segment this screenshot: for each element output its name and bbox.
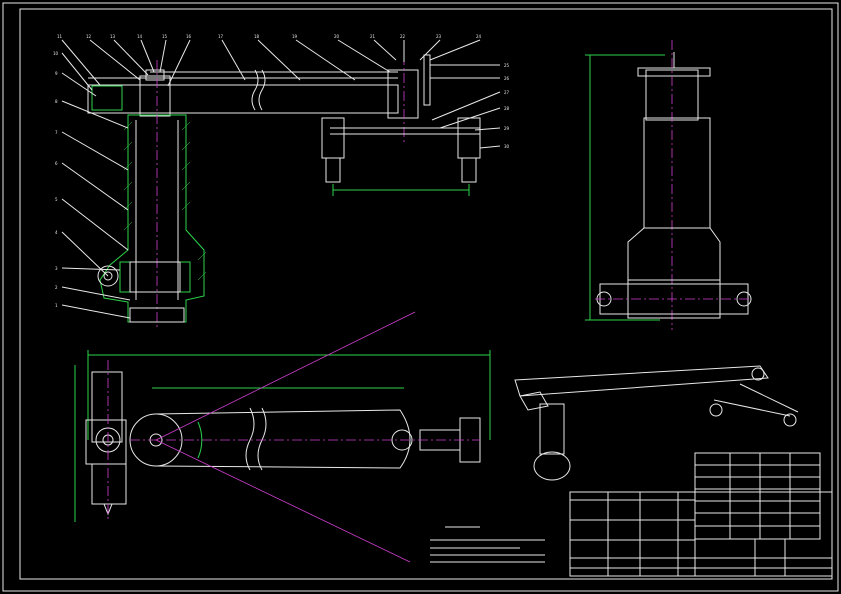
callout-label: 21 — [370, 34, 376, 39]
callout-label: 26 — [504, 76, 510, 81]
callout-label: 30 — [504, 144, 510, 149]
callout-label: 23 — [436, 34, 442, 39]
callout-label: 5 — [55, 197, 58, 202]
side-view — [585, 40, 752, 330]
side-column — [643, 117, 711, 229]
iso-base — [533, 451, 571, 481]
parts-list — [694, 452, 821, 540]
callout-label: 13 — [110, 34, 116, 39]
plan-arm — [155, 409, 411, 469]
drive-motor — [387, 69, 419, 119]
callout-label: 10 — [53, 51, 59, 56]
callout-label: 9 — [55, 71, 58, 76]
right-callouts: 25 26 27 28 29 30 — [430, 63, 510, 149]
plan-column — [91, 371, 123, 443]
swing-limit-upper — [155, 311, 416, 441]
column-housing — [99, 114, 205, 323]
callout-label: 27 — [504, 90, 510, 95]
iso-arm — [514, 365, 769, 397]
callout-label: 17 — [218, 34, 224, 39]
callout-label: 3 — [55, 266, 58, 271]
front-section-view — [87, 54, 481, 330]
top-callouts: 11 12 13 14 15 16 17 18 19 20 21 22 23 2… — [57, 34, 482, 87]
isometric-view — [514, 365, 799, 481]
left-hub — [91, 85, 123, 111]
right-suction-cup — [457, 117, 481, 159]
callout-label: 7 — [55, 130, 58, 135]
iso-column — [539, 403, 565, 455]
callout-label: 22 — [400, 34, 406, 39]
callout-label: 2 — [55, 285, 58, 290]
callout-label: 19 — [292, 34, 298, 39]
arm-body — [87, 84, 399, 114]
callout-label: 14 — [137, 34, 143, 39]
plan-view — [74, 311, 491, 563]
callout-label: 28 — [504, 106, 510, 111]
callout-label: 4 — [55, 230, 58, 235]
drawing-frame — [19, 8, 833, 580]
callout-label: 18 — [254, 34, 260, 39]
callout-label: 12 — [86, 34, 92, 39]
swing-limit-lower — [155, 439, 411, 563]
eye-ring — [97, 265, 119, 287]
callout-label: 24 — [476, 34, 482, 39]
callout-label: 1 — [55, 303, 58, 308]
callout-label: 6 — [55, 161, 58, 166]
callout-label: 16 — [186, 34, 192, 39]
callout-label: 15 — [162, 34, 168, 39]
callout-label: 29 — [504, 126, 510, 131]
callout-label: 25 — [504, 63, 510, 68]
callout-label: 8 — [55, 99, 58, 104]
callout-label: 20 — [334, 34, 340, 39]
title-block — [569, 452, 833, 577]
break-line — [251, 69, 259, 111]
left-suction-cup — [321, 117, 345, 159]
callout-label: 11 — [57, 34, 63, 39]
technical-requirements — [430, 526, 545, 563]
left-callouts: 10 9 8 7 6 5 4 3 2 1 — [53, 51, 131, 319]
